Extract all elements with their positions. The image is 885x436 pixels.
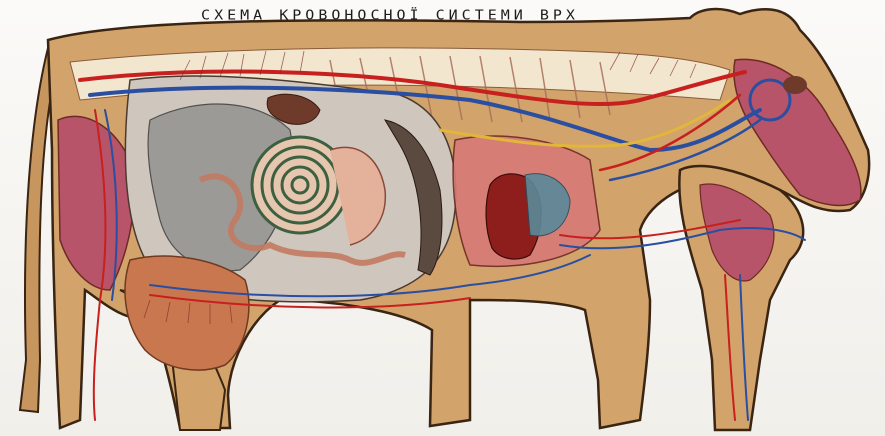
udder bbox=[125, 256, 249, 370]
